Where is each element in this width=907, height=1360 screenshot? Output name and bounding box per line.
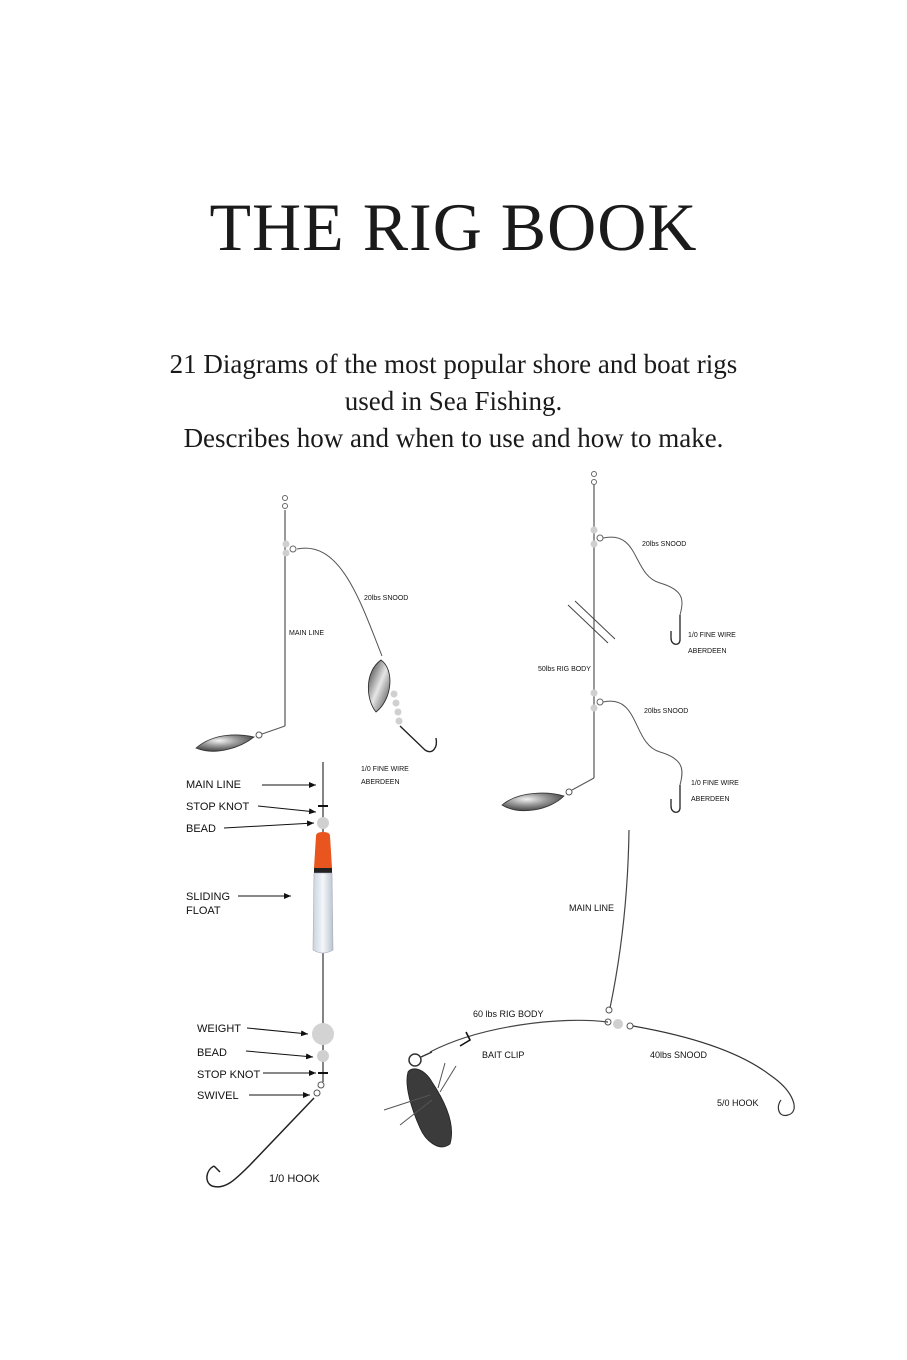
main-line-label: MAIN LINE <box>186 779 241 791</box>
bead-icon <box>590 526 598 534</box>
rig-body-label: 60 lbs RIG BODY <box>473 1009 544 1019</box>
hook-icon <box>399 725 438 753</box>
grip-wire <box>383 1094 431 1111</box>
weight-arrow <box>246 1027 309 1037</box>
hook-label-line2: ABERDEEN <box>361 779 400 786</box>
bait-clip-rig-diagram: MAIN LINE 60 lbs RIG BODY BAIT CLIP 40lb… <box>383 829 795 1148</box>
swivel-icon <box>591 471 597 477</box>
weight-label: WEIGHT <box>197 1023 241 1035</box>
hook-icon <box>206 1097 315 1188</box>
bead-icon <box>390 690 398 698</box>
book-title: THE RIG BOOK <box>209 189 698 265</box>
rig-body-label: 50lbs RIG BODY <box>538 666 591 673</box>
weight-link <box>571 777 595 791</box>
swivel-icon <box>626 1022 634 1030</box>
snood-line <box>296 547 383 657</box>
hook-label: 1/0 HOOK <box>269 1173 320 1185</box>
bead-icon <box>282 549 290 557</box>
break-mark <box>574 600 616 640</box>
bead-label: BEAD <box>197 1047 227 1059</box>
bait-clip-icon <box>459 1031 472 1047</box>
snood-and-hook <box>632 1025 795 1117</box>
hook-label: 5/0 HOOK <box>717 1098 759 1108</box>
sliding-float-rig-diagram: MAIN LINE STOP KNOT BEAD SLIDING FLOAT W… <box>186 762 334 1188</box>
hook-icon <box>670 785 681 813</box>
bead-label: BEAD <box>186 823 216 835</box>
spoon-icon <box>367 659 391 713</box>
rig-body-line <box>429 1019 609 1053</box>
hook-bottom-label-line2: ABERDEEN <box>691 796 730 803</box>
stop-knot-label: STOP KNOT <box>186 801 249 813</box>
subtitle-line-3: Describes how and when to use and how to… <box>183 423 724 453</box>
grip-lead-weight-icon <box>406 1068 452 1148</box>
swivel-icon <box>282 495 288 501</box>
stop-knot-label: STOP KNOT <box>197 1069 260 1081</box>
main-line <box>609 829 630 1009</box>
float-tip-icon <box>314 832 332 868</box>
weight-link <box>261 725 286 735</box>
snood-label: 20lbs SNOOD <box>364 595 408 602</box>
hook-top-label-line2: ABERDEEN <box>688 648 727 655</box>
hook-label-line1: 1/0 FINE WIRE <box>361 766 409 773</box>
grip-wire <box>437 1062 446 1089</box>
paternoster-rig-diagram: 20lbs SNOOD 1/0 FINE WIRE ABERDEEN 50lbs… <box>501 471 739 813</box>
float-band <box>314 868 332 873</box>
snood-label: 40lbs SNOOD <box>650 1050 708 1060</box>
bead-arrow <box>223 820 315 829</box>
swivel-icon <box>604 1018 612 1026</box>
swivel-icon <box>317 1081 325 1089</box>
clip-link <box>420 1051 433 1058</box>
subtitle-line-1: 21 Diagrams of the most popular shore an… <box>169 349 738 379</box>
hook-top-label-line1: 1/0 FINE WIRE <box>688 632 736 639</box>
grip-wire <box>399 1099 433 1126</box>
swivel-icon <box>289 545 297 553</box>
swivel-icon <box>282 503 288 509</box>
swivel-icon <box>255 731 263 739</box>
bead-icon <box>590 540 598 548</box>
bead-arrow <box>245 1050 314 1060</box>
swivel-icon <box>596 534 604 542</box>
bead-icon <box>392 699 400 707</box>
weight-icon <box>312 1023 334 1045</box>
snood-top-label: 20lbs SNOOD <box>642 541 686 548</box>
break-mark <box>567 604 609 644</box>
float-label-line2: FLOAT <box>186 905 221 917</box>
book-subtitle: 21 Diagrams of the most popular shore an… <box>0 346 907 457</box>
swivel-icon <box>565 788 573 796</box>
bait-clip-label: BAIT CLIP <box>482 1050 524 1060</box>
bead-icon <box>282 540 290 548</box>
stop-knot-arrow <box>257 805 317 815</box>
sliding-float-icon <box>312 872 334 954</box>
bead-icon <box>317 817 329 829</box>
hook-icon <box>670 615 681 645</box>
swivel-icon <box>605 1006 613 1014</box>
float-label-line1: SLIDING <box>186 891 230 903</box>
bead-icon <box>613 1019 623 1029</box>
swivel-icon <box>596 698 604 706</box>
bead-icon <box>394 708 402 716</box>
swivel-label: SWIVEL <box>197 1090 239 1102</box>
spinner-rig-diagram: MAIN LINE 20lbs SNOOD 1/0 FINE WIRE ABER… <box>195 495 438 786</box>
bead-icon <box>395 717 403 725</box>
snood-bottom-label: 20lbs SNOOD <box>644 708 688 715</box>
snood-line <box>602 536 683 616</box>
lead-weight-icon <box>195 734 255 752</box>
swivel-icon <box>313 1089 321 1097</box>
subtitle-line-2: used in Sea Fishing. <box>344 386 563 416</box>
bead-icon <box>590 704 598 712</box>
swivel-icon <box>408 1053 422 1067</box>
hook-barb <box>213 1165 221 1173</box>
hook-bottom-label-line1: 1/0 FINE WIRE <box>691 780 739 787</box>
bead-icon <box>317 1050 329 1062</box>
bead-icon <box>590 689 598 697</box>
lead-weight-icon <box>501 792 565 812</box>
grip-wire <box>439 1065 457 1093</box>
main-line-label: MAIN LINE <box>569 903 614 913</box>
main-line-label: MAIN LINE <box>289 630 324 637</box>
swivel-icon <box>591 479 597 485</box>
snood-line <box>602 700 683 786</box>
